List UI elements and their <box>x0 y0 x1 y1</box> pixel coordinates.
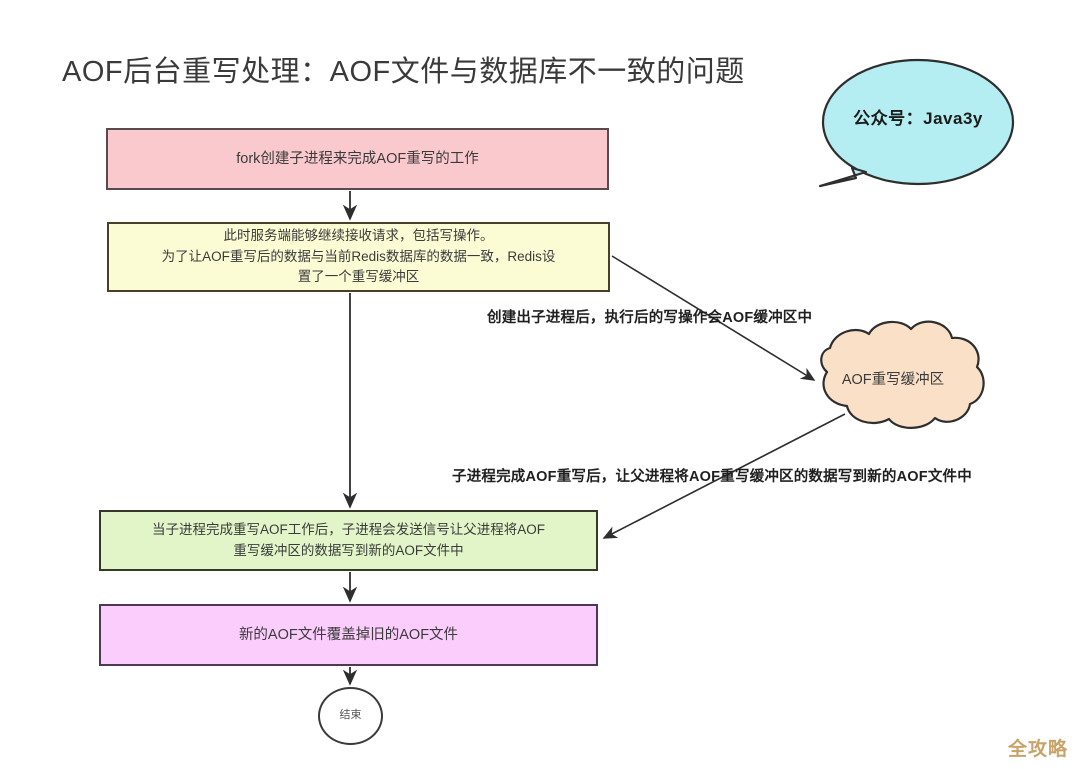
node-fork-process[interactable]: fork创建子进程来完成AOF重写的工作 <box>106 128 609 190</box>
speech-bubble-label: 公众号：Java3y <box>853 109 983 128</box>
node-signal-line2: 重写缓冲区的数据写到新的AOF文件中 <box>233 542 464 558</box>
node-buffer-note-line3: 置了一个重写缓冲区 <box>297 269 420 285</box>
node-end[interactable]: 结束 <box>318 687 383 745</box>
node-overwrite-label: 新的AOF文件覆盖掉旧的AOF文件 <box>238 626 459 643</box>
node-buffer-note-line1: 此时服务端能够继续接收请求，包括写操作。 <box>223 227 494 243</box>
node-signal-line1: 当子进程完成重写AOF工作后，子进程会发送信号让父进程将AOF <box>151 521 545 537</box>
watermark: 全攻略 <box>1007 739 1068 760</box>
page-title: AOF后台重写处理：AOF文件与数据库不一致的问题 <box>62 56 745 88</box>
node-end-label: 结束 <box>339 709 362 722</box>
node-buffer-note[interactable]: 此时服务端能够继续接收请求，包括写操作。 为了让AOF重写后的数据与当前Redi… <box>107 222 610 292</box>
edge-label-to-buffer: 创建出子进程后，执行后的写操作会AOF缓冲区中 <box>487 310 813 326</box>
node-overwrite-aof[interactable]: 新的AOF文件覆盖掉旧的AOF文件 <box>99 604 598 666</box>
edge-label-from-buffer: 子进程完成AOF重写后，让父进程将AOF重写缓冲区的数据写到新的AOF文件中 <box>452 469 972 485</box>
node-fork-label: fork创建子进程来完成AOF重写的工作 <box>236 150 479 167</box>
node-rewrite-buffer-label: AOF重写缓冲区 <box>841 372 945 388</box>
node-signal-parent[interactable]: 当子进程完成重写AOF工作后，子进程会发送信号让父进程将AOF 重写缓冲区的数据… <box>99 510 598 571</box>
node-buffer-note-line2: 为了让AOF重写后的数据与当前Redis数据库的数据一致，Redis设 <box>161 248 556 264</box>
